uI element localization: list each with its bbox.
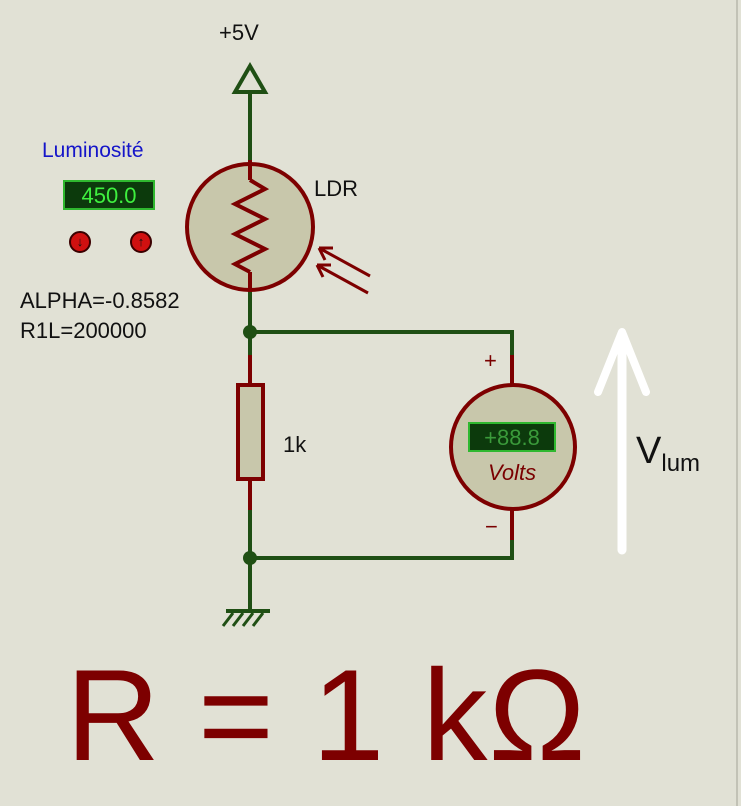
arrow-down-icon: ↓ bbox=[76, 234, 84, 249]
junction-node-bottom bbox=[243, 551, 257, 565]
ldr-component[interactable] bbox=[185, 160, 371, 295]
voltmeter-display: +88.8 bbox=[468, 422, 556, 452]
supply-arrow-icon bbox=[231, 61, 269, 160]
luminosity-decrease-button[interactable]: ↓ bbox=[69, 231, 91, 253]
resistor-label: 1k bbox=[283, 432, 307, 457]
light-arrows-icon bbox=[315, 246, 371, 295]
luminosity-display: 450.0 bbox=[63, 180, 155, 210]
ground-icon bbox=[221, 609, 270, 627]
vlum-subscript: lum bbox=[661, 450, 701, 477]
vlum-label: Vlum bbox=[636, 432, 700, 476]
junction-node-top bbox=[243, 325, 257, 339]
luminosity-increase-button[interactable]: ↑ bbox=[130, 231, 152, 253]
supply-label: +5V bbox=[219, 20, 259, 45]
arrow-up-icon: ↑ bbox=[137, 234, 145, 249]
voltmeter-minus-terminal: − bbox=[485, 514, 498, 539]
ldr-label: LDR bbox=[314, 176, 359, 201]
ldr-r1l-property: R1L=200000 bbox=[20, 318, 147, 343]
voltmeter-plus-terminal: + bbox=[484, 348, 497, 373]
vlum-main: V bbox=[636, 430, 662, 472]
resistor-component[interactable] bbox=[236, 355, 265, 510]
resistance-formula: R = 1 kΩ bbox=[66, 642, 587, 788]
voltmeter-unit: Volts bbox=[488, 460, 537, 485]
ldr-alpha-property: ALPHA=-0.8582 bbox=[20, 288, 180, 313]
luminosity-title: Luminosité bbox=[42, 139, 144, 162]
vlum-arrow-icon bbox=[594, 328, 650, 555]
